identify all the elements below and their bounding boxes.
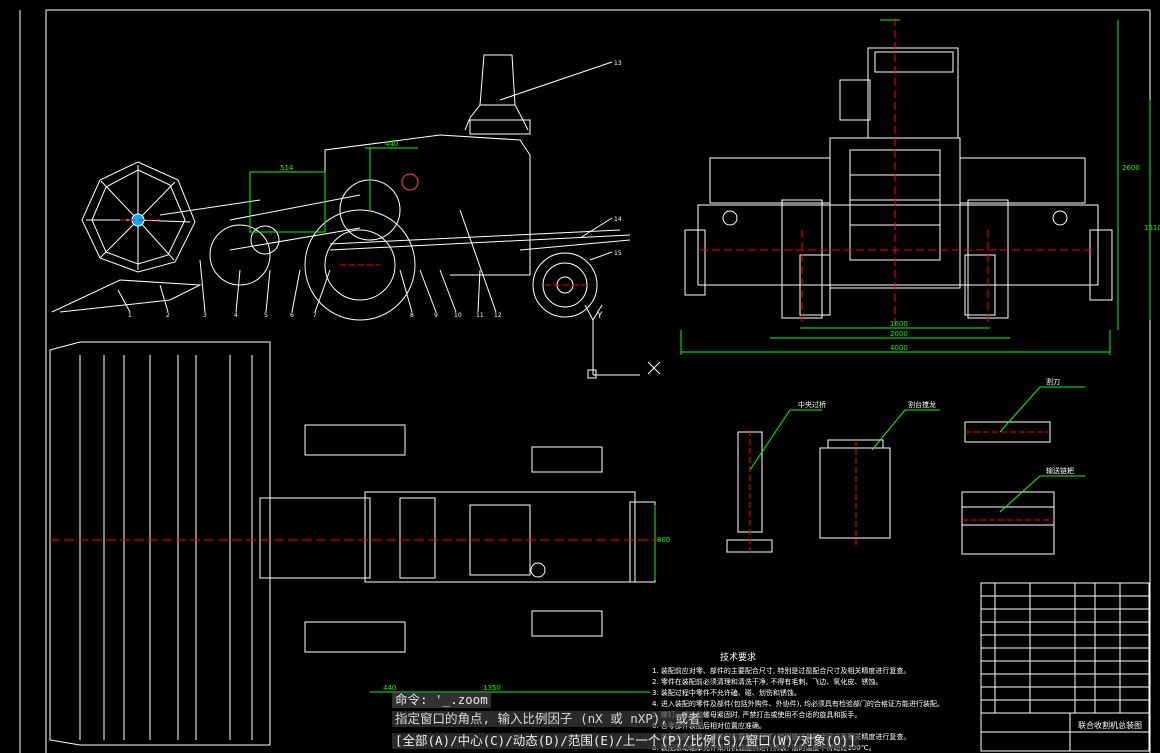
part-number: 8 — [410, 312, 414, 319]
front-view — [684, 47, 1113, 319]
detail-label: 中央过桥 — [798, 400, 826, 409]
tech-note: 4. 进入装配的零件及部件(包括外购件、外协件), 均必须具有检验部门的合格证方… — [652, 699, 944, 708]
detail-label-texts: 中央过桥 割台搅龙 割刀 输送链耙 — [798, 377, 1074, 475]
part-number: 14 — [614, 216, 622, 223]
part-number: 10 — [454, 312, 462, 319]
part-number: 15 — [614, 250, 622, 257]
part-number: 5 — [264, 312, 268, 319]
side-view — [51, 54, 631, 321]
dim-plan-c: 800 — [657, 536, 670, 544]
detail-views — [726, 421, 1055, 555]
command-prompt-line[interactable]: 指定窗口的角点, 输入比例因子 (nX 或 nXP), 或者 — [392, 711, 704, 727]
part-number: 2 — [166, 312, 170, 319]
ucs-icon — [584, 304, 661, 379]
dim-plan-b: 1350 — [483, 684, 501, 692]
title-block: 联合收割机总装图 — [1078, 720, 1142, 730]
part-number: 11 — [476, 312, 484, 319]
tech-note: 6. 各零部件装配后相对位置应准确。 — [652, 721, 766, 730]
title-block-title: 联合收割机总装图 — [1078, 720, 1142, 730]
command-history-line: 命令: '_.zoom — [392, 692, 491, 708]
front-view-centerlines — [700, 18, 1095, 330]
tech-note: 2. 零件在装配前必须清理和清洗干净, 不得有毛刺、飞边、氧化皮、锈蚀。 — [652, 677, 882, 686]
command-options-line[interactable]: [全部(A)/中心(C)/动态(D)/范围(E)/上一个(P)/比例(S)/窗口… — [392, 733, 859, 749]
detail-label: 割刀 — [1046, 377, 1060, 386]
dim-front-inner: 2000 — [890, 330, 908, 338]
dim-side-a: 514 — [280, 164, 294, 172]
part-number: 4 — [234, 312, 238, 319]
detail-label: 割台搅龙 — [908, 400, 936, 409]
tech-notes-title: 技术要求 — [720, 651, 756, 663]
detail-label: 输送链耙 — [1046, 466, 1074, 475]
tech-note: 1. 装配前应对零、部件的主要配合尺寸, 特别是过盈配合尺寸及相关精度进行复查。 — [652, 666, 910, 675]
part-number: 9 — [434, 312, 438, 319]
part-number: 12 — [494, 312, 502, 319]
part-number: 6 — [290, 312, 294, 319]
dim-front-track: 1600 — [890, 320, 908, 328]
dim-plan-a: 440 — [383, 684, 396, 692]
part-number: 3 — [203, 312, 207, 319]
ucs-y-label: Y — [596, 311, 603, 321]
part-number: 7 — [313, 312, 317, 319]
dim-front-height-2: 1510 — [1144, 224, 1160, 232]
parts-list — [980, 582, 1150, 752]
side-view-centerlines — [120, 219, 585, 286]
dim-front-total: 4000 — [890, 344, 908, 352]
plan-view — [49, 341, 656, 746]
front-view-dimensions — [680, 19, 1151, 355]
tech-note: 5. 螺钉、螺栓和螺母紧固时, 严禁打击或使用不合适的旋具和扳手。 — [652, 710, 861, 719]
part-number: 13 — [614, 60, 622, 67]
part-number-labels: 1 2 3 4 5 6 7 8 9 10 11 12 13 14 15 — [128, 60, 622, 319]
plan-view-dimensions — [370, 505, 656, 693]
side-view-dimensions — [249, 147, 418, 233]
dimension-texts: 4000 2000 1600 2600 1510 514 440 440 135… — [280, 140, 1160, 692]
tech-note: 3. 装配过程中零件不允许磕、碰、划伤和锈蚀。 — [652, 688, 801, 697]
detail-centerlines — [749, 430, 1054, 555]
detail-leaders — [749, 386, 1085, 513]
grain-tank-outlet — [479, 54, 516, 106]
dim-front-height: 2600 — [1122, 164, 1140, 172]
dim-side-b: 440 — [385, 140, 398, 148]
part-number: 1 — [128, 312, 132, 319]
reel — [81, 161, 196, 273]
